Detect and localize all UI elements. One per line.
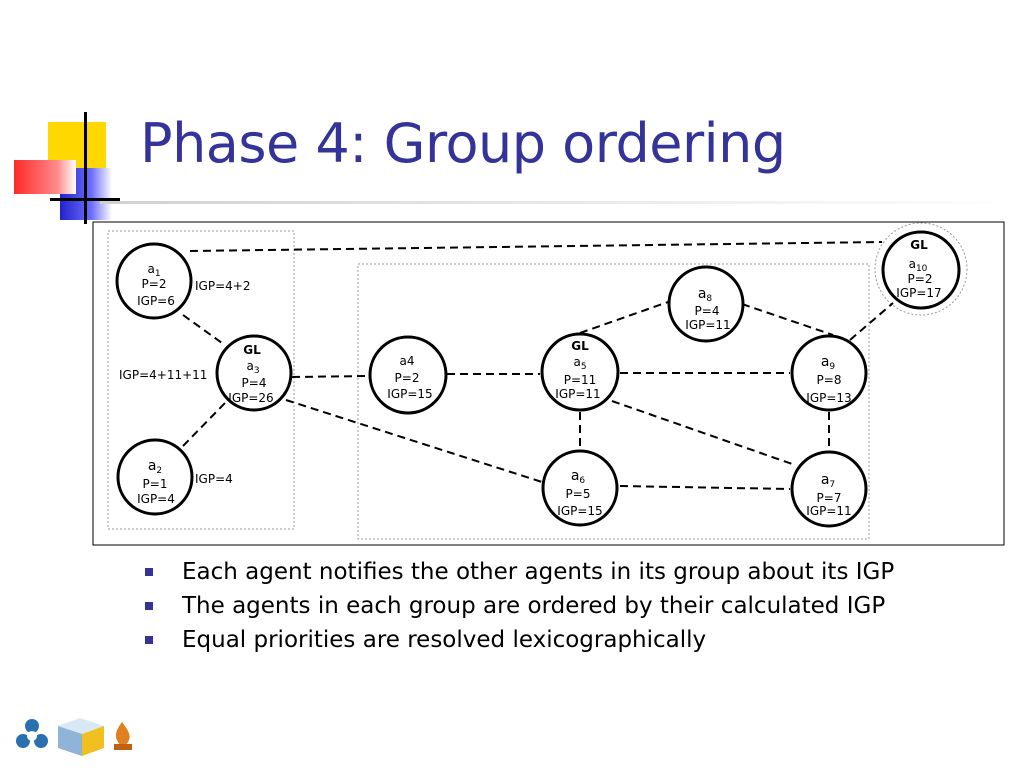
bullet-square-icon (145, 636, 153, 644)
node-a5-igp: IGP=11 (555, 387, 600, 401)
node-a6 (541, 449, 619, 527)
node-a5-labels: GL a5 P=11 IGP=11 (555, 339, 600, 401)
bullet-item: Each agent notifies the other agents in … (145, 555, 894, 589)
node-a6-labels: a6 P=5 IGP=15 (557, 468, 602, 518)
edge-a3-a6 (285, 399, 543, 483)
node-a3-igp: IGP=26 (228, 391, 273, 405)
node-a6-name: a6 (571, 468, 586, 486)
node-a7-labels: a7 P=7 IGP=11 (806, 472, 851, 518)
node-a1-priority: P=2 (142, 277, 167, 291)
node-a2-igp: IGP=4 (137, 492, 175, 506)
node-a7-name: a7 (821, 472, 835, 490)
node-a1-igp: IGP=6 (137, 294, 175, 308)
node-a10-priority: P=2 (908, 272, 933, 286)
node-a3-name: a3 (246, 359, 259, 376)
decor-vertical-line (84, 112, 87, 224)
bullet-square-icon (145, 568, 153, 576)
node-a1-labels: a1 P=2 IGP=6 (137, 262, 175, 308)
footer-logos (16, 718, 132, 756)
node-a5 (540, 332, 620, 412)
annotation-a1-igp-sum: IGP=4+2 (195, 279, 250, 293)
node-a3-labels: GL a3 P=4 IGP=26 (228, 343, 273, 405)
node-a7 (790, 450, 868, 528)
node-a8-name: a8 (698, 286, 713, 304)
node-a2 (116, 438, 194, 516)
node-a8-labels: a8 P=4 IGP=11 (685, 286, 730, 332)
bullet-text: Equal priorities are resolved lexicograp… (182, 627, 707, 653)
node-a1-name: a1 (147, 262, 160, 279)
edge-a6-a7 (619, 485, 791, 490)
edge-a5-a7 (611, 400, 796, 466)
edge-a1-a10 (189, 241, 883, 252)
node-a10 (881, 230, 961, 310)
node-a4-name: a4 (400, 354, 415, 368)
bullet-item: Equal priorities are resolved lexicograp… (145, 623, 894, 657)
node-a8-priority: P=4 (695, 304, 720, 318)
edge-a5-a8 (579, 301, 669, 334)
node-a4-priority: P=2 (395, 371, 420, 385)
title-decoration (0, 0, 140, 230)
node-a9-priority: P=8 (817, 373, 842, 387)
node-a10-igp: IGP=17 (896, 286, 941, 300)
node-a6-igp: IGP=15 (557, 504, 602, 518)
node-a7-priority: P=7 (817, 491, 842, 505)
cube-logo-icon (58, 718, 104, 756)
edge-a3-a4 (291, 375, 369, 378)
node-a4-labels: a4 P=2 IGP=15 (387, 354, 432, 401)
annotation-a2-igp-sum: IGP=4 (195, 472, 233, 486)
decor-horizontal-line (50, 198, 120, 201)
group-box-left (107, 230, 295, 530)
node-a9-name: a9 (821, 354, 836, 372)
node-a4 (368, 335, 448, 415)
edge-a8-a9 (741, 303, 834, 336)
node-a10-gl-label: GL (910, 238, 928, 252)
node-a8 (667, 265, 745, 343)
bullet-item: The agents in each group are ordered by … (145, 589, 894, 623)
node-a3 (215, 334, 293, 412)
group-box-a10 (874, 222, 968, 316)
node-a2-priority: P=1 (143, 477, 168, 491)
node-a9 (790, 334, 868, 412)
annotation-a3-igp-sum: IGP=4+11+11 (119, 368, 207, 382)
node-a10-name: a10 (909, 257, 928, 274)
node-circles (115, 230, 961, 528)
node-a2-name: a2 (148, 458, 162, 476)
edge-layer (182, 241, 894, 490)
node-a5-gl-label: GL (571, 339, 589, 353)
node-a5-priority: P=11 (564, 373, 597, 387)
title-underline (100, 201, 1024, 204)
node-a10-labels: GL a10 P=2 IGP=17 (896, 238, 941, 300)
igp-annotations: IGP=4+2 IGP=4+11+11 IGP=4 (119, 279, 250, 486)
group-box-right (357, 263, 870, 540)
node-a8-igp: IGP=11 (685, 318, 730, 332)
node-a7-igp: IGP=11 (806, 504, 851, 518)
node-a5-name: a5 (573, 355, 586, 372)
node-a4-igp: IGP=15 (387, 387, 432, 401)
bullet-list: Each agent notifies the other agents in … (145, 555, 894, 657)
node-a3-gl-label: GL (243, 343, 261, 357)
trefoil-logo-icon (16, 719, 48, 748)
edge-a2-a3 (182, 402, 226, 447)
bullet-text: Each agent notifies the other agents in … (182, 559, 895, 585)
diagram-frame (92, 221, 1005, 546)
node-a1 (115, 242, 193, 320)
node-a9-labels: a9 P=8 IGP=13 (806, 354, 851, 405)
edge-a9-a10 (849, 302, 894, 341)
decor-red-square (14, 160, 76, 194)
node-a2-labels: a2 P=1 IGP=4 (137, 458, 175, 506)
slide-title: Phase 4: Group ordering (140, 112, 786, 175)
bullet-square-icon (145, 602, 153, 610)
flame-logo-icon (114, 722, 132, 750)
node-a3-priority: P=4 (242, 376, 267, 390)
edge-a1-a3 (182, 314, 223, 344)
node-a9-igp: IGP=13 (806, 391, 851, 405)
bullet-text: The agents in each group are ordered by … (182, 593, 886, 619)
node-a6-priority: P=5 (566, 487, 591, 501)
